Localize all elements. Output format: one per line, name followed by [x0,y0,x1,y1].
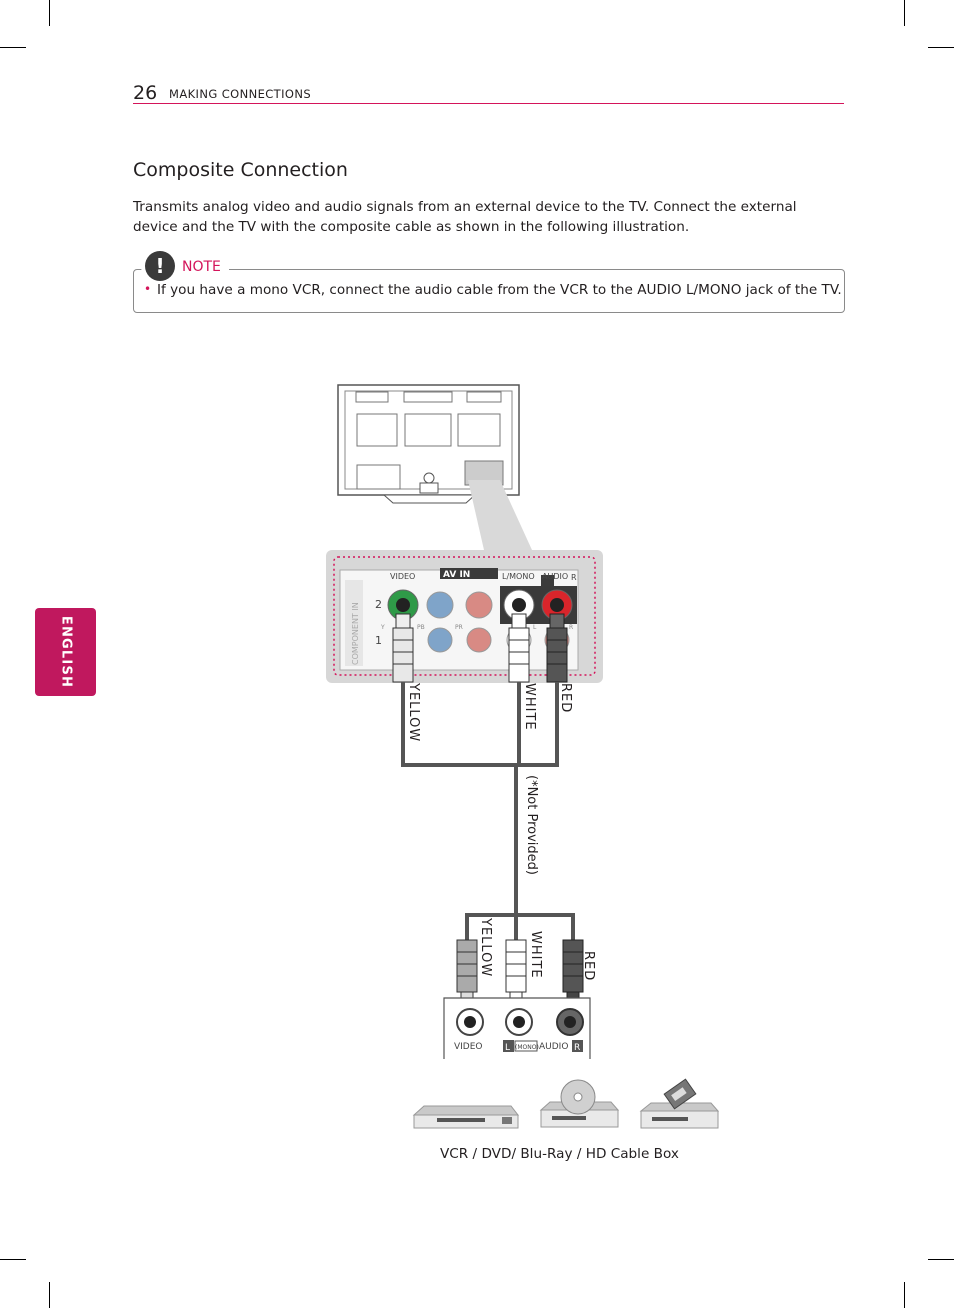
crop-mark [904,0,905,26]
cable-label-white-bottom: WHITE [528,931,543,979]
cable-label-yellow-top: YELLOW [406,682,421,742]
note-box [133,269,845,313]
section-name: MAKING CONNECTIONS [169,87,312,101]
crop-mark [0,47,26,48]
crop-mark [928,1259,954,1260]
cable-label-red-bottom: RED [581,951,596,981]
panel-pr-label: PR [455,624,463,631]
intro-paragraph: Transmits analog video and audio signals… [133,199,797,235]
panel-component-in-label: COMPONENT IN [351,602,360,665]
crop-mark [904,1282,905,1308]
top-plugs [392,613,568,683]
panel-pb-label: PB [417,624,425,631]
panel-video-label: VIDEO [390,572,415,581]
cable [401,682,575,940]
not-provided-label: (*Not Provided) [524,775,539,875]
device-audio-label: AUDIO [539,1042,568,1052]
device-caption: VCR / DVD/ Blu-Ray / HD Cable Box [440,1146,679,1162]
header-rule [133,103,844,104]
cable-box-icon [639,1078,720,1129]
device-video-label: VIDEO [454,1042,483,1052]
exclamation-icon: ! [145,251,175,281]
device-r-label: R [574,1043,580,1053]
dvd-player-icon [539,1079,620,1128]
device-mono-label: (MONO) [515,1044,539,1051]
crop-mark [49,0,50,26]
panel-r-label: R [571,573,577,582]
page-number: 26 [133,82,158,104]
page-title: Composite Connection [133,159,348,181]
note-text: If you have a mono VCR, connect the audi… [157,282,842,298]
panel-r-small-label: R [569,624,573,631]
crop-mark [49,1282,50,1308]
cable-label-white-top: WHITE [522,683,537,731]
device-l-label: L [505,1043,510,1053]
zoom-indicator [468,480,532,550]
panel-av-in-label: AV IN [443,570,470,580]
device-jack-panel: VIDEO L (MONO) AUDIO R [443,997,591,1059]
panel-audio-label: AUDIO [542,572,568,581]
note-label: NOTE [178,259,229,275]
vcr-icon [412,1105,520,1129]
note-bullet: • [144,282,152,296]
tv-back-illustration [337,384,520,504]
crop-mark [928,47,954,48]
panel-row-1-label: 1 [375,634,382,647]
panel-y-label: Y [380,624,385,631]
panel-row-2-label: 2 [375,598,382,611]
language-tab [35,608,96,696]
bottom-plugs [456,939,584,1005]
panel-l-mono-label: L/MONO [502,572,535,581]
cable-label-yellow-bottom: YELLOW [478,917,493,977]
panel-l-label: L [533,624,537,631]
crop-mark [0,1259,26,1260]
cable-label-red-top: RED [558,683,573,713]
